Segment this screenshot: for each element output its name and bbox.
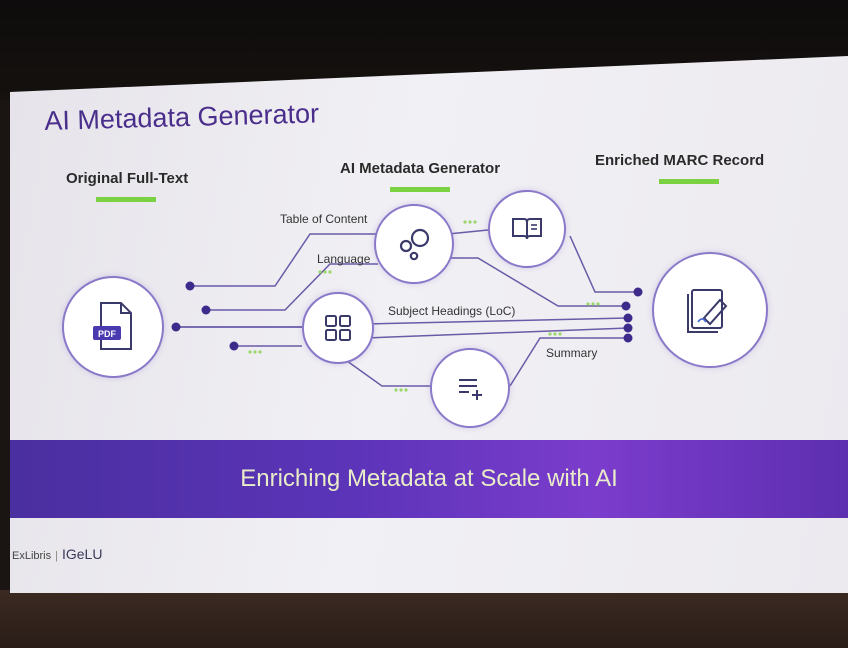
connector-dot (633, 287, 643, 297)
green-underline (659, 179, 719, 184)
connector-dot (171, 322, 181, 332)
pdf-file-icon: PDF (93, 302, 132, 350)
banner-text: Enriching Metadata at Scale with AI (240, 465, 618, 492)
connector-dot (621, 301, 631, 311)
connector-ai-to-book (447, 229, 489, 235)
connector-dot (623, 333, 633, 343)
ellipsis-dots (318, 270, 332, 274)
connector-language (206, 263, 378, 311)
column-header-generator-label: AI Metadata Generator (340, 160, 501, 177)
column-header-output: Enriched MARC Record (595, 152, 764, 184)
ellipsis-dots (586, 302, 600, 306)
slide-banner: Enriching Metadata at Scale with AI (10, 440, 848, 518)
connector-dot (623, 323, 633, 333)
connector-dot (201, 305, 211, 315)
list-add-icon (459, 379, 482, 400)
document-sign-icon (687, 289, 728, 333)
ellipsis-dots (463, 220, 477, 224)
presentation-slide: AI Metadata Generator Original Full-Text… (10, 56, 848, 593)
column-header-output-label: Enriched MARC Record (595, 152, 765, 169)
book-node (488, 190, 566, 268)
column-header-source: Original Full-Text (66, 170, 188, 202)
ellipsis-dots (394, 388, 408, 392)
grid-node (302, 292, 374, 364)
connector-toc (190, 233, 385, 287)
column-header-generator: AI Metadata Generator (340, 160, 500, 192)
connector-ai-to-output (448, 257, 626, 307)
marc-record-node (652, 252, 768, 368)
pdf-badge: PDF (98, 329, 117, 339)
grid-icon (325, 315, 351, 341)
igelu-logo: IGeLU (61, 546, 103, 562)
green-underline (96, 197, 156, 202)
flow-connectors (171, 220, 643, 392)
connector-book-to-output (569, 235, 638, 293)
footer-logos: ExLibris|IGeLU (12, 546, 103, 562)
connector-dot (623, 313, 633, 323)
column-header-source-label: Original Full-Text (66, 170, 189, 187)
edge-label-toc: Table of Content (280, 212, 368, 226)
connector-grid-lower (365, 327, 629, 339)
connector-grid-to-list (339, 355, 430, 387)
exlibris-logo: ExLibris (12, 550, 52, 562)
source-pdf-node: PDF (62, 276, 164, 378)
connector-dot (185, 281, 195, 291)
connector-subjects (365, 317, 629, 325)
edge-label-subjects: Subject Headings (LoC) (388, 304, 516, 318)
book-icon (512, 218, 542, 240)
edge-label-language: Language (317, 252, 371, 266)
ellipsis-dots (548, 332, 562, 336)
ai-generator-node (374, 204, 454, 284)
room-background-bottom (0, 590, 848, 648)
green-underline (390, 187, 450, 192)
edge-label-summary: Summary (546, 346, 598, 360)
ai-circles-icon (399, 228, 430, 261)
ellipsis-dots (248, 350, 262, 354)
summary-node (430, 348, 510, 428)
connector-dot (229, 341, 239, 351)
connector-list-to-output (509, 337, 628, 387)
